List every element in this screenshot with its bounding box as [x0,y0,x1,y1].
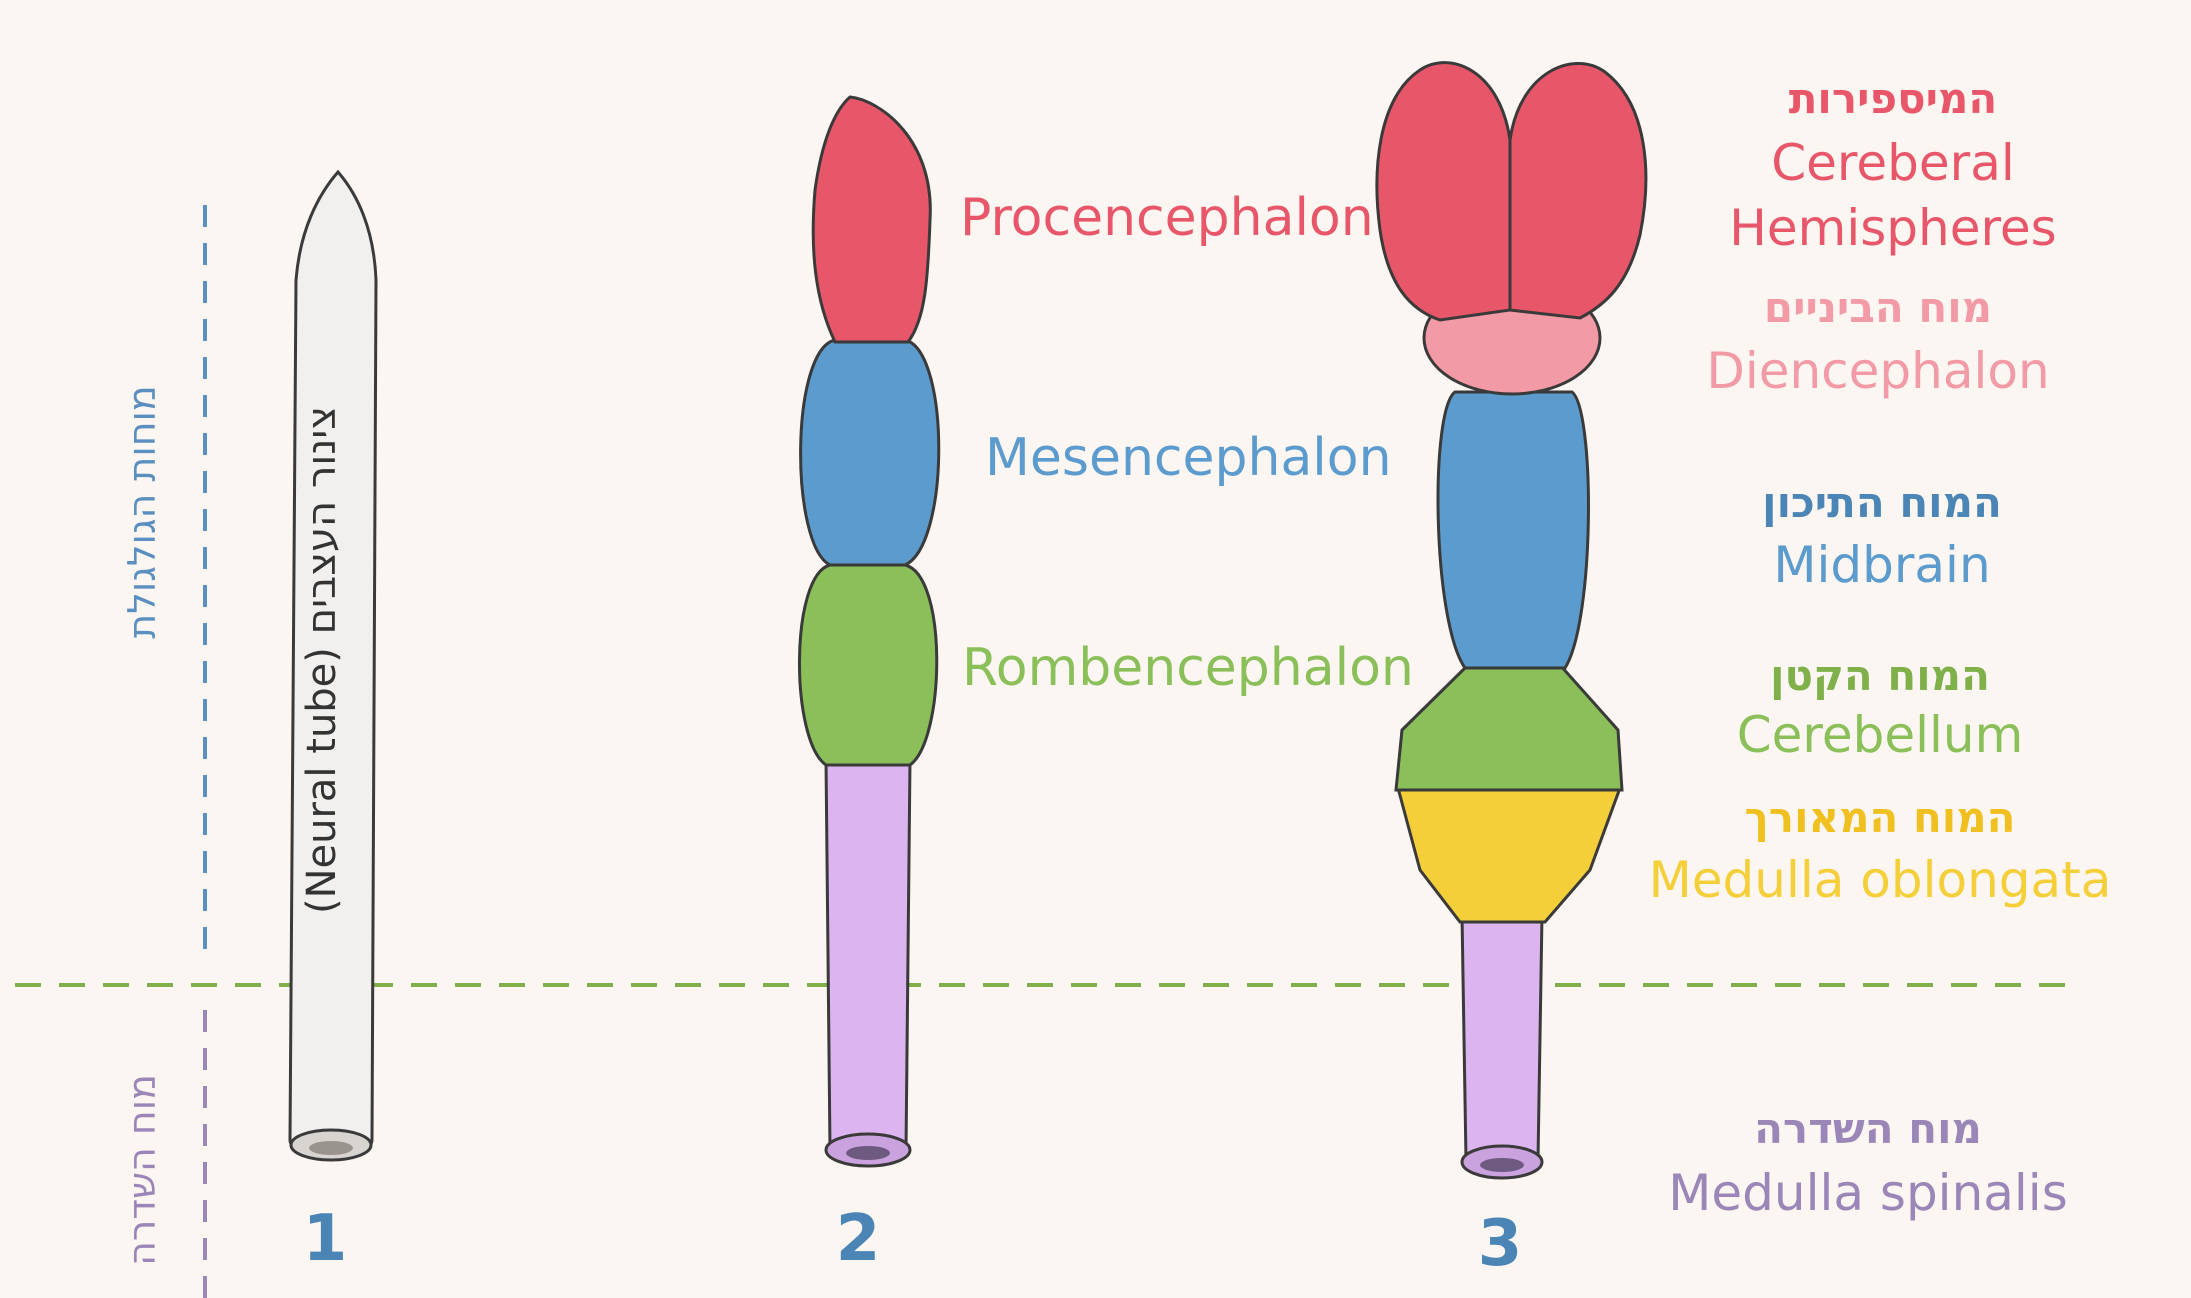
neural-tube [288,169,378,1162]
rombencephalon-label: Rombencephalon [962,638,1414,698]
stage-number-2: 2 [836,1202,881,1276]
stage3-midbrain [1436,390,1590,670]
legend-midbrain-en: Midbrain [1773,536,1990,594]
stage-3-brain [1375,61,1648,1180]
legend-cerebellum-he: המוח הקטן [1770,651,1990,700]
stage2-rombencephalon [798,563,939,767]
legend-medulla-he: המוח המאורך [1745,793,2016,842]
legend-hemispheres-he: המיספירות [1789,74,1998,123]
stage2-procencephalon [811,95,932,344]
stage3-right-hemisphere [1508,62,1648,320]
skull-brains-label: מוחות הגולגולת [120,385,164,638]
procencephalon-label: Procencephalon [960,188,1374,248]
legend-medulla-en: Medulla oblongata [1649,851,2112,909]
stage3-medulla-oblongata [1396,786,1623,924]
legend-cerebellum-en: Cerebellum [1737,706,2024,764]
stage2-mesencephalon [799,338,941,567]
stage-number-3: 3 [1478,1207,1523,1281]
legend: המיספירות Cereberal Hemispheres מוח הבינ… [1649,74,2112,1222]
stage3-spinal-tube [1460,913,1544,1162]
stage3-cerebellum [1394,663,1624,792]
legend-midbrain-he: המוח התיכון [1762,478,2002,527]
legend-diencephalon-en: Diencephalon [1706,342,2049,400]
legend-diencephalon-he: מוח הביניים [1764,283,1992,332]
legend-hemispheres-en-2: Hemispheres [1729,199,2056,257]
spinal-cord-side-label: מוח השדרה [120,1074,164,1266]
stage-2-brain [798,95,941,1168]
legend-spinalis-en: Medulla spinalis [1668,1164,2068,1222]
stage2-spinal-tube [824,758,912,1152]
stage-number-1: 1 [303,1202,348,1276]
stage3-left-hemisphere [1375,61,1512,322]
neural-tube-label: צינור העצבים (Neural tube) [299,406,345,914]
mesencephalon-label: Mesencephalon [985,428,1392,488]
legend-spinalis-he: מוח השדרה [1754,1104,1982,1153]
legend-hemispheres-en-1: Cereberal [1771,134,2014,192]
